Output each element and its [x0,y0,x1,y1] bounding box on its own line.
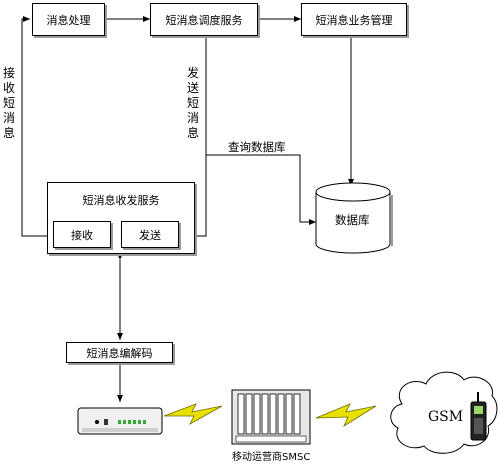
send-box: 发送 [121,221,179,248]
receive-box: 接收 [53,221,111,248]
receive-sms-label: 接 收 短 消 息 [2,66,15,140]
receive-label: 接收 [71,228,93,242]
msg-processing-box: 消息处理 [32,3,105,36]
database-label: 数据库 [335,213,370,227]
msg-processing-label: 消息处理 [46,13,91,27]
send-sms-label: 发 送 短 消 息 [186,66,199,140]
codec-label: 短消息编解码 [86,346,153,360]
smsc-rack [231,389,311,445]
edge-receive-to-processing [21,16,52,237]
edge-dispatch-to-send [190,38,207,239]
lightning-bolt-2 [315,403,377,428]
gsm-cloud [390,371,498,454]
database-cylinder [315,182,393,254]
smsc-label: 移动运营商SMSC [232,452,311,463]
send-recv-service-label: 短消息收发服务 [82,194,160,207]
business-mgmt-box: 短消息业务管理 [301,3,407,36]
business-mgmt-label: 短消息业务管理 [315,13,393,27]
query-db-label: 查询数据库 [228,140,286,154]
codec-box: 短消息编解码 [66,342,173,363]
lightning-bolt-1 [163,403,223,425]
dispatch-service-box: 短消息调度服务 [150,3,258,36]
mobile-phone [470,392,487,441]
modem-device [77,407,163,435]
edge-query-database [206,154,316,225]
gsm-label: GSM [428,409,464,425]
send-label: 发送 [139,228,161,242]
dispatch-service-label: 短消息调度服务 [165,13,243,27]
